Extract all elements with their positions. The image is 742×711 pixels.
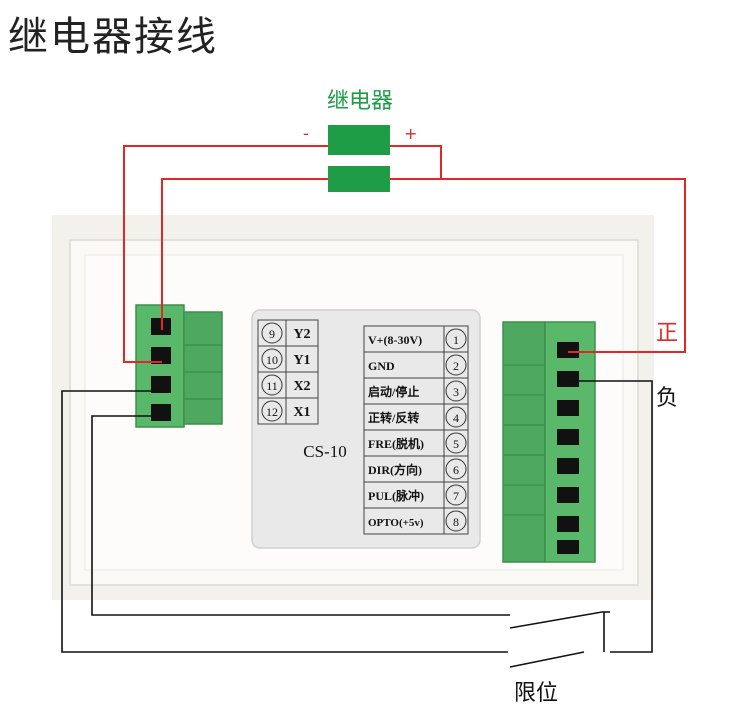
limit-label: 限位 [514, 681, 558, 706]
right-pin-circle-8 [445, 510, 467, 532]
wire-negative [568, 380, 653, 653]
right-pin-label: PUL(脉冲) [368, 488, 424, 503]
model-label: CS-10 [303, 442, 346, 461]
right-pin-label: 正转/反转 [368, 410, 419, 425]
right-pin-table: V+(8-30V) GND 启动/停止 正转/反转 FRE(脱机) DIR(方向… [363, 325, 469, 535]
right-screw-slot-6 [557, 487, 579, 503]
right-pin-label: V+(8-30V) [368, 333, 422, 347]
label-sticker [251, 309, 481, 549]
left-pin-circle-2 [261, 348, 283, 370]
left-pin-name: X1 [293, 405, 310, 420]
relay-plus-label: + [404, 124, 417, 143]
right-pin-circle-6 [445, 458, 467, 480]
left-pin-name: Y1 [293, 353, 310, 368]
right-pin-circle-1 [445, 328, 467, 350]
right-screw-slot-7 [557, 516, 579, 532]
right-screw-slot-3 [557, 400, 579, 416]
red-wires [123, 145, 686, 363]
left-pin-name: Y2 [293, 327, 310, 342]
right-screw-slot-5 [557, 458, 579, 474]
wire-relay-contact-right [390, 178, 686, 353]
right-pin-number: 7 [453, 489, 459, 503]
right-terminal-block [502, 321, 596, 563]
right-screw-slot-1 [557, 342, 579, 358]
left-pin-circle-1 [261, 322, 283, 344]
right-pin-circle-4 [445, 406, 467, 428]
relay-coil-bottom [328, 166, 390, 192]
left-pin-circle-3 [261, 374, 283, 396]
right-pin-circle-2 [445, 354, 467, 376]
left-pin-number: 9 [269, 327, 275, 341]
left-screw-slot-2 [151, 347, 171, 364]
right-pin-circle-3 [445, 380, 467, 402]
wire-relay-minus [123, 145, 328, 363]
relay-label: 继电器 [327, 89, 393, 114]
black-wires [61, 380, 653, 668]
right-screw-slot-8 [557, 540, 579, 554]
page-title: 继电器接线 [8, 14, 218, 60]
right-pin-number: 2 [453, 359, 459, 373]
left-screw-slot-4 [151, 404, 171, 421]
relay-coil-top [328, 125, 390, 155]
right-pin-circle-5 [445, 432, 467, 454]
left-terminal-block [135, 304, 223, 428]
right-pin-number: 3 [453, 385, 459, 399]
left-screw-slot-3 [151, 376, 171, 393]
limit-switch-arm-top [509, 611, 603, 629]
wire-x1 [91, 415, 510, 616]
right-pin-number: 1 [453, 333, 459, 347]
left-pin-table: 9 10 11 12 Y2 Y1 X2 X1 [257, 319, 319, 425]
right-pin-number: 4 [453, 411, 459, 425]
wire-x2 [61, 390, 508, 653]
relay-minus-label: - [303, 124, 309, 143]
left-pin-number: 11 [266, 379, 278, 393]
right-screw-slot-4 [557, 429, 579, 445]
right-screw-slot-2 [557, 371, 579, 387]
right-pin-number: 8 [453, 515, 459, 529]
right-pin-label: 启动/停止 [368, 384, 419, 399]
right-pin-number: 5 [453, 437, 459, 451]
right-pin-label: GND [368, 359, 395, 373]
right-pin-label: FRE(脱机) [368, 436, 424, 451]
negative-label: 负 [656, 386, 678, 411]
wire-relay-contact-left [161, 178, 328, 330]
wire-relay-plus [390, 145, 442, 179]
left-pin-number: 10 [266, 353, 278, 367]
positive-label: 正 [656, 321, 678, 346]
limit-switch-arm-bottom [509, 651, 585, 668]
right-pin-number: 6 [453, 463, 459, 477]
right-pin-label: OPTO(+5v) [368, 517, 424, 529]
relay-symbol: 继电器 - + [303, 89, 417, 192]
right-pin-label: DIR(方向) [368, 462, 422, 477]
left-pin-circle-4 [261, 400, 283, 422]
left-pin-name: X2 [293, 379, 310, 394]
right-pin-circle-7 [445, 484, 467, 506]
left-pin-number: 12 [266, 405, 278, 419]
